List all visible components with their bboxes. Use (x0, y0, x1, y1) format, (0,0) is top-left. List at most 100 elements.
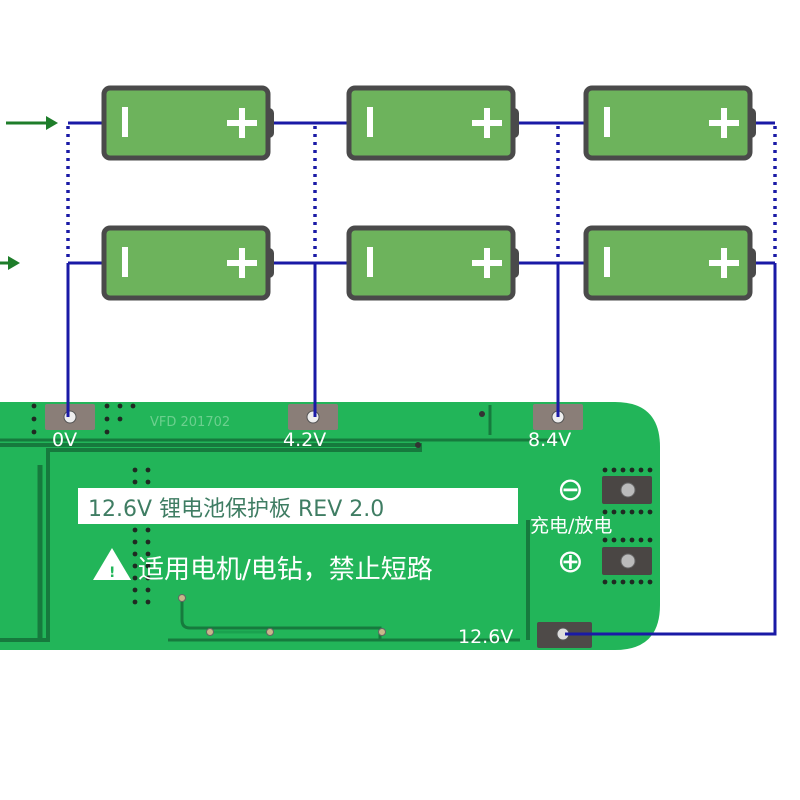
negative-terminal-icon (604, 107, 610, 137)
via (602, 467, 608, 473)
via (620, 579, 626, 585)
warning-icon: ! (93, 548, 131, 581)
negative-terminal-icon (367, 247, 373, 277)
via (145, 587, 151, 593)
via (647, 579, 653, 585)
arrow-right-icon (0, 256, 20, 270)
via (415, 442, 421, 448)
via (620, 537, 626, 543)
battery-cell (583, 85, 756, 161)
bms-board: 0V 4.2V 8.4V 12.6V VFD 201702 12.6V 锂电池保… (0, 402, 660, 650)
tap-label-0v: 0V (52, 429, 77, 451)
negative-terminal-icon (122, 107, 128, 137)
tap-pad-12-6v[interactable] (537, 622, 592, 648)
wiring (66, 121, 777, 636)
output-pad-negative[interactable] (602, 476, 652, 504)
via (378, 628, 386, 636)
via (629, 509, 635, 515)
via (206, 628, 214, 636)
via (638, 509, 644, 515)
battery-body (583, 85, 753, 161)
via (31, 416, 37, 422)
via (620, 509, 626, 515)
via (117, 403, 123, 409)
battery-body (346, 225, 516, 301)
positive-terminal-icon (239, 248, 245, 278)
tap-label-4-2v: 4.2V (283, 429, 326, 451)
positive-terminal-icon (484, 108, 490, 138)
via (145, 575, 151, 581)
minus-symbol-icon: ⊖ (557, 470, 584, 508)
via (145, 539, 151, 545)
battery-body (346, 85, 516, 161)
pcb-trace-bottom (180, 598, 382, 640)
charge-discharge-label: 充电/放电 (530, 515, 612, 537)
via (117, 416, 123, 422)
via (602, 509, 608, 515)
via (638, 537, 644, 543)
via (130, 403, 136, 409)
via (638, 467, 644, 473)
via (611, 537, 617, 543)
battery-cell (346, 225, 519, 301)
negative-terminal-icon (122, 247, 128, 277)
via (145, 479, 151, 485)
tap-pad-0v[interactable] (45, 404, 95, 430)
via (31, 429, 37, 435)
via (266, 628, 274, 636)
via (647, 509, 653, 515)
pcb-body (0, 402, 660, 650)
silk-code: VFD 201702 (150, 415, 230, 430)
battery-body (583, 225, 753, 301)
via (132, 551, 138, 557)
battery-body (101, 85, 271, 161)
via (602, 579, 608, 585)
output-pad-positive[interactable] (602, 547, 652, 575)
positive-terminal-icon (721, 108, 727, 138)
board-title-label: 12.6V 锂电池保护板 REV 2.0 (88, 497, 384, 522)
positive-terminal-icon (484, 248, 490, 278)
positive-terminal-icon (721, 248, 727, 278)
tap-label-8-4v: 8.4V (528, 429, 571, 451)
board-warning-label: 适用电机/电钻，禁止短路 (138, 555, 433, 585)
via (132, 539, 138, 545)
battery-cell (101, 85, 274, 161)
via (145, 527, 151, 533)
via (132, 467, 138, 473)
via (638, 579, 644, 585)
via (629, 467, 635, 473)
arrow-right-icon (6, 116, 58, 130)
via (647, 467, 653, 473)
via (629, 537, 635, 543)
via (611, 579, 617, 585)
via (132, 563, 138, 569)
battery-cell (101, 225, 274, 301)
via (132, 527, 138, 533)
via (132, 575, 138, 581)
via (629, 579, 635, 585)
battery-cells (101, 85, 756, 301)
battery-body (101, 225, 271, 301)
via (178, 594, 186, 602)
plus-symbol-icon: ⊕ (557, 542, 584, 580)
battery-cell (346, 85, 519, 161)
via (647, 537, 653, 543)
tap-wire-12-6v (565, 263, 777, 636)
via (132, 587, 138, 593)
via (611, 509, 617, 515)
via (104, 403, 110, 409)
svg-text:!: ! (109, 565, 115, 581)
tap-pad-4-2v[interactable] (288, 404, 338, 430)
via (611, 467, 617, 473)
via (31, 403, 37, 409)
via (132, 599, 138, 605)
input-arrows (0, 116, 58, 270)
via (145, 467, 151, 473)
negative-terminal-icon (367, 107, 373, 137)
via (620, 467, 626, 473)
negative-terminal-icon (604, 247, 610, 277)
positive-terminal-icon (239, 108, 245, 138)
via (145, 551, 151, 557)
via (132, 479, 138, 485)
